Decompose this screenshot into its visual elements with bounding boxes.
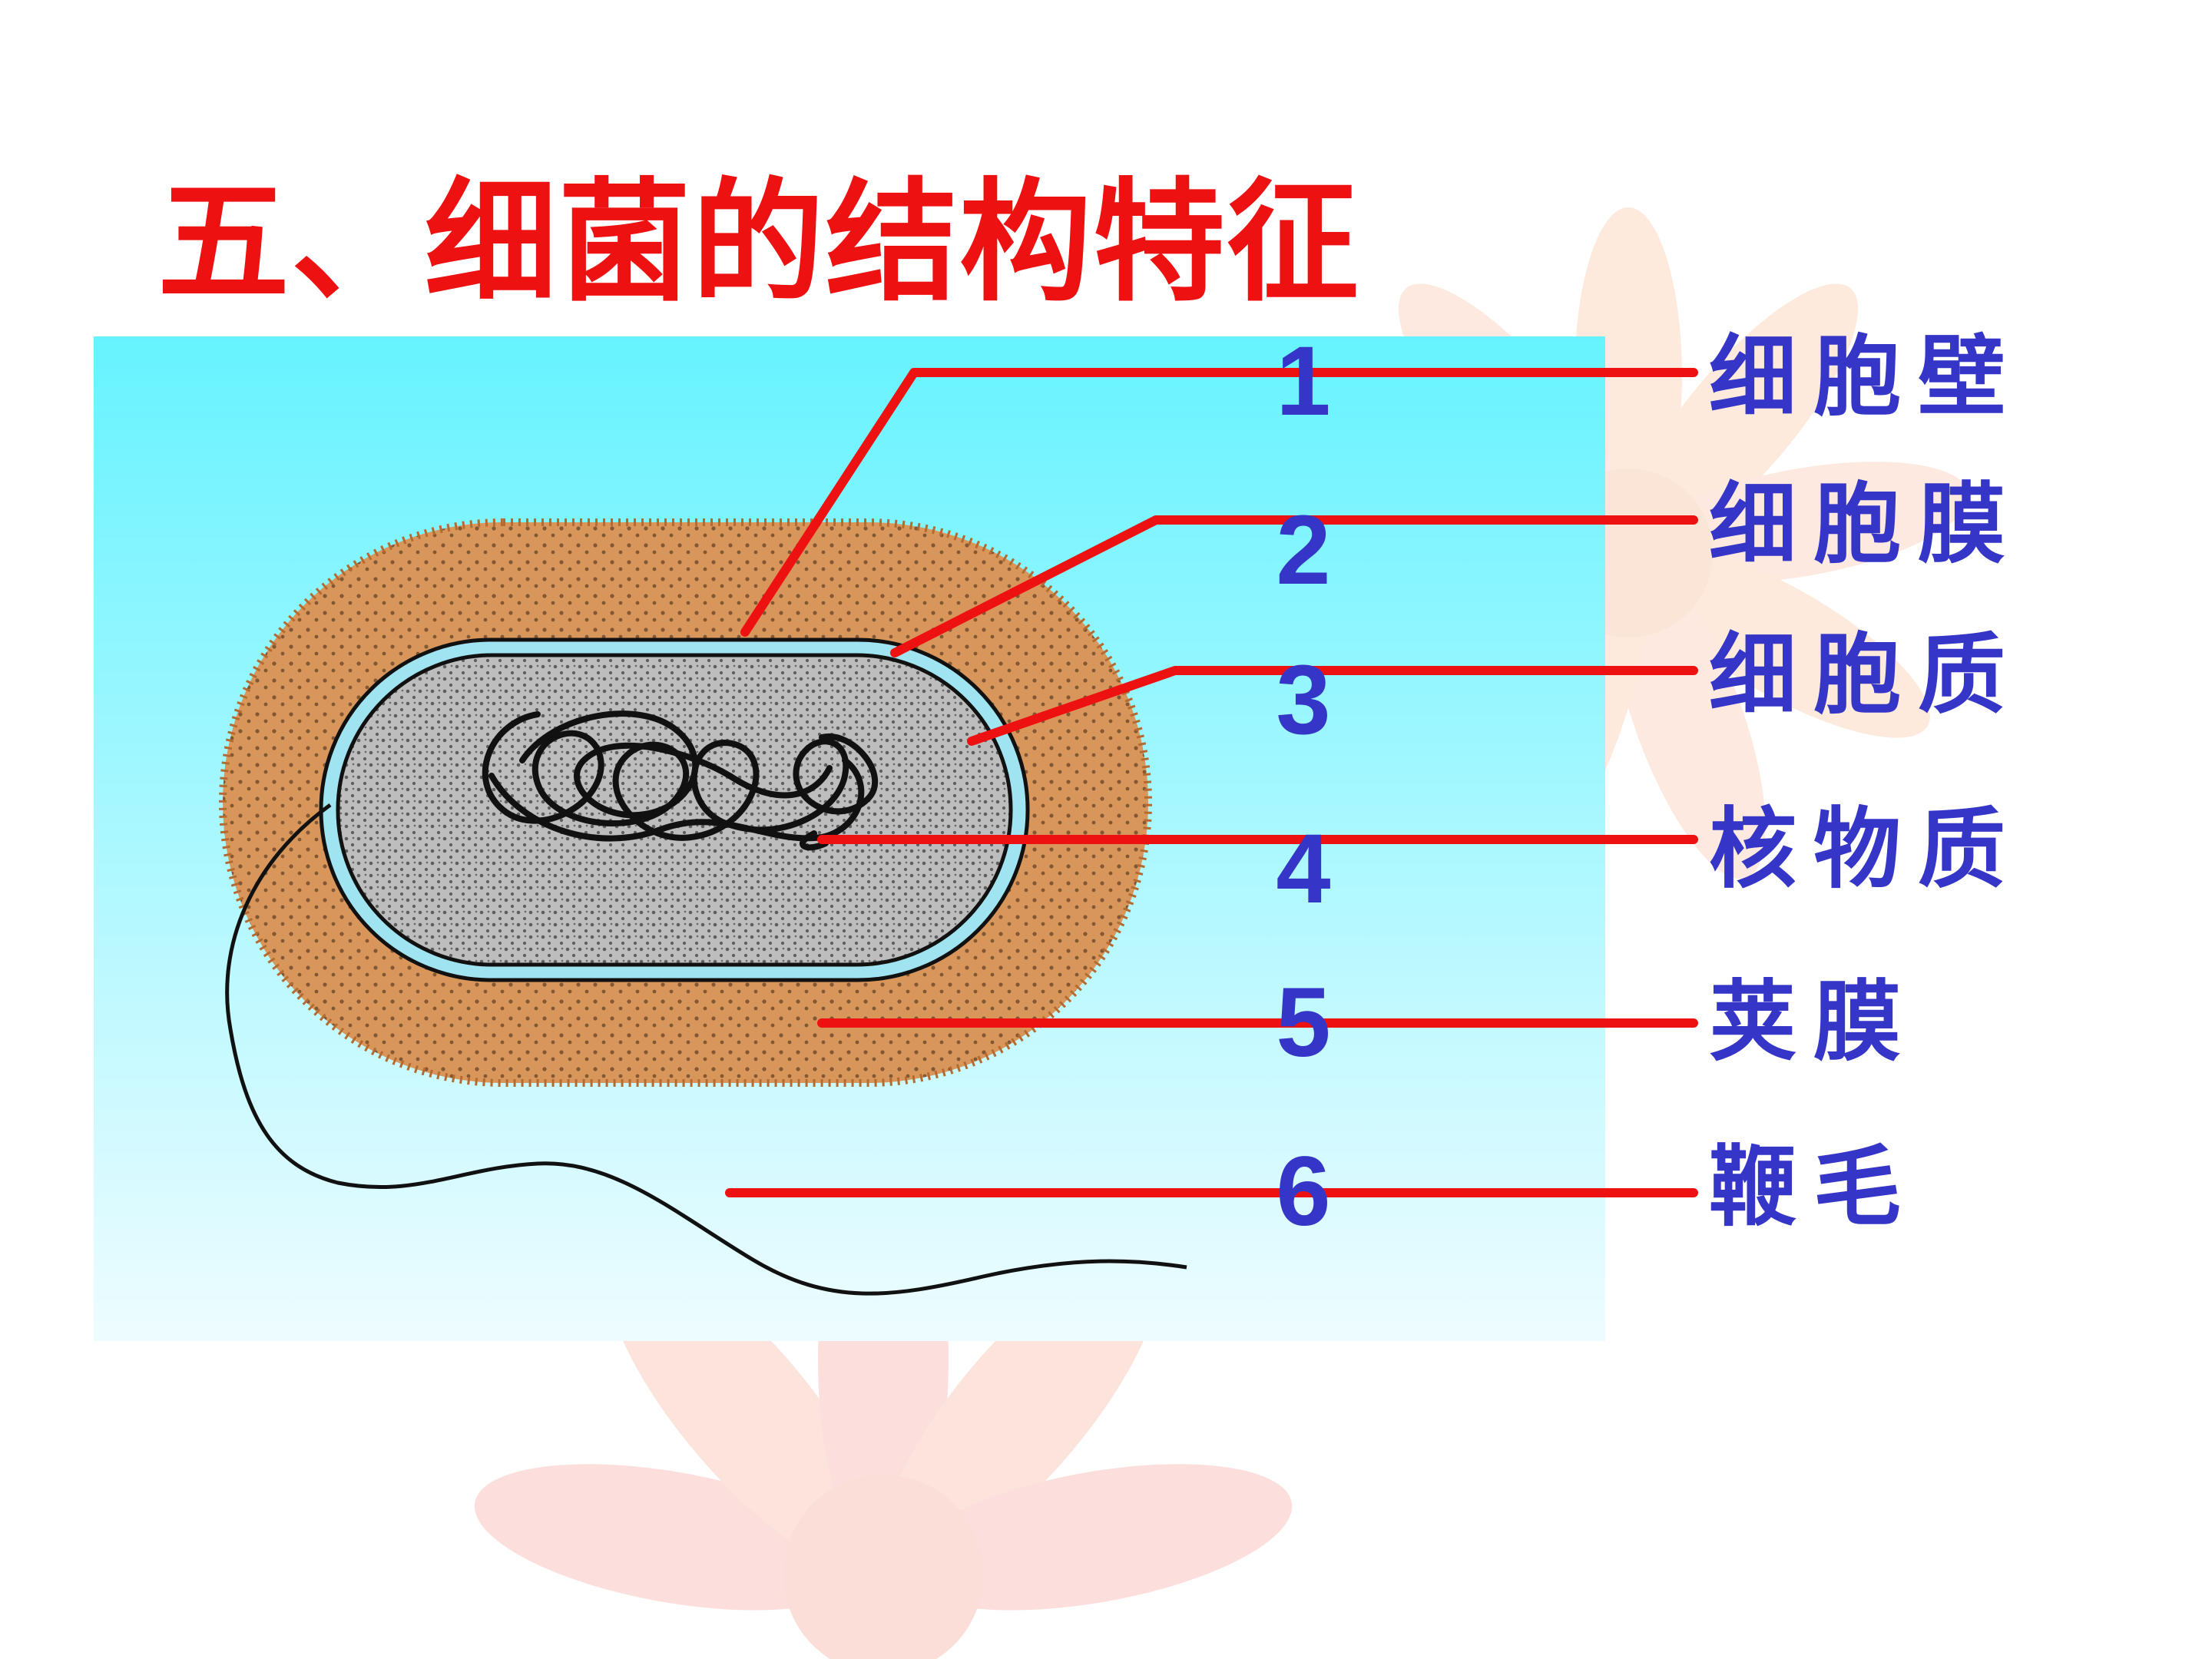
part-number-3: 3 (1276, 645, 1330, 755)
leader-lines (725, 368, 1698, 1197)
part-numbers: 1 2 3 4 5 6 (1276, 326, 1330, 1247)
part-number-5: 5 (1276, 968, 1330, 1078)
part-number-1: 1 (1276, 326, 1330, 436)
part-number-6: 6 (1276, 1137, 1330, 1247)
part-names: 细胞壁 细胞膜 细胞质 核物质 荚膜 鞭毛 (1709, 325, 2022, 1238)
flagellum (225, 803, 1187, 1296)
slide-title: 五、细菌的结构特征 (157, 165, 1360, 320)
part-name-nuclear-material: 核物质 (1709, 797, 2022, 900)
part-name-cell-wall: 细胞壁 (1709, 325, 2022, 428)
part-name-cytoplasm: 细胞质 (1709, 623, 2022, 726)
part-number-2: 2 (1276, 495, 1330, 605)
nuclear-material (482, 710, 879, 851)
cytoplasm (336, 653, 1013, 967)
part-name-capsule: 荚膜 (1709, 970, 1918, 1073)
leader-line-2 (890, 515, 1698, 657)
leader-line-3 (967, 666, 1698, 746)
part-name-flagellum: 鞭毛 (1709, 1135, 1918, 1238)
leader-line-1 (740, 368, 1698, 637)
part-number-4: 4 (1276, 814, 1330, 924)
part-name-cell-membrane: 细胞膜 (1709, 472, 2022, 575)
